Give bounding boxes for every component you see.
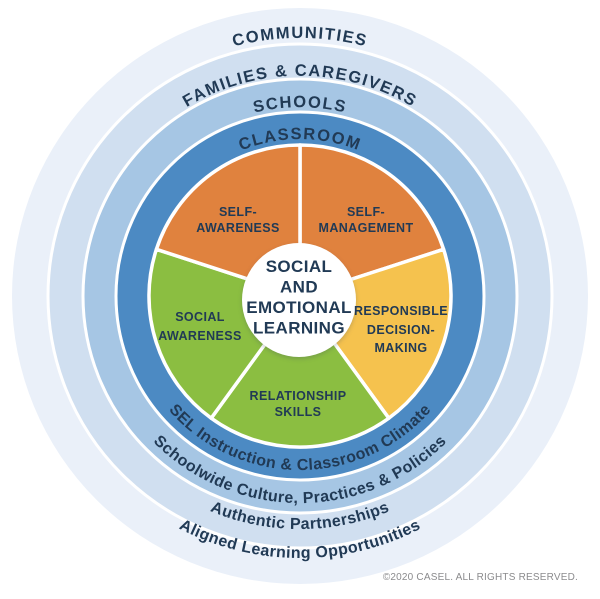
segment-relationship-skills [209, 294, 391, 449]
responsible-decision-making-label-line1: RESPONSIBLE [354, 304, 448, 318]
relationship-skills-label-line1: RELATIONSHIP [250, 389, 347, 403]
self-awareness-label-line1: SELF- [219, 205, 257, 219]
social-awareness-label-line2: AWARENESS [158, 329, 241, 343]
center-label-line3: EMOTIONAL [246, 298, 352, 317]
center-label-line4: LEARNING [253, 319, 345, 338]
self-management-label-line1: SELF- [347, 205, 385, 219]
relationship-skills-label-line2: SKILLS [275, 405, 322, 419]
social-awareness-label-line1: SOCIAL [175, 310, 225, 324]
center-circle [242, 243, 356, 357]
copyright-text: ©2020 CASEL. ALL RIGHTS RESERVED. [383, 572, 578, 583]
responsible-decision-making-label-line3: MAKING [374, 341, 427, 355]
self-awareness-label-line2: AWARENESS [196, 221, 279, 235]
center-label-line1: SOCIAL [266, 257, 333, 276]
self-management-label-line2: MANAGEMENT [319, 221, 414, 235]
center-label-line2: AND [280, 278, 318, 297]
responsible-decision-making-label-line2: DECISION- [367, 323, 435, 337]
